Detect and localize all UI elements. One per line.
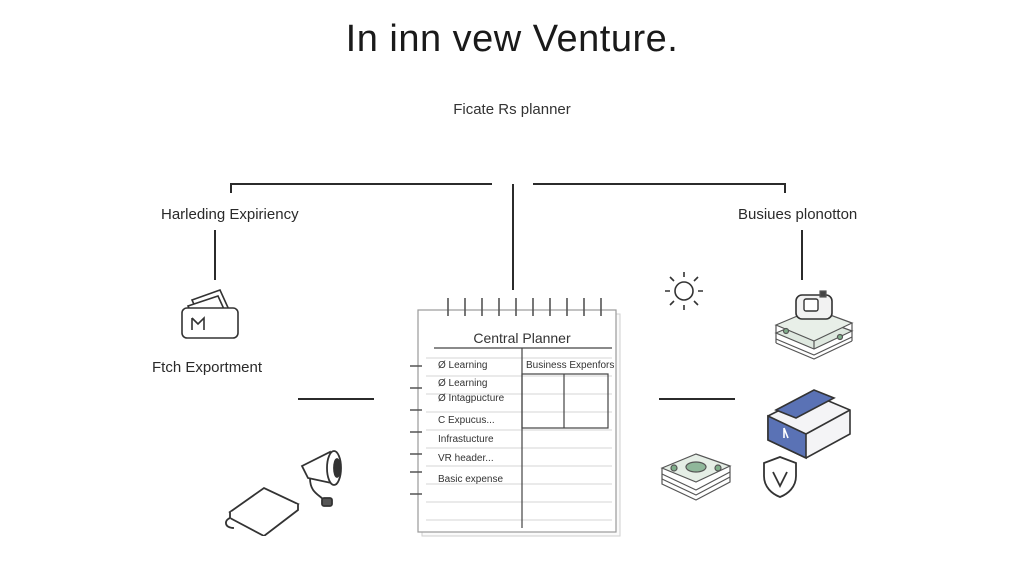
notebook-item: Ø Intagpucture <box>438 393 505 404</box>
notebook-item: C Expucus... <box>438 415 495 426</box>
notebook-item: Basic expense <box>438 474 504 485</box>
cash-stack-icon <box>774 290 854 360</box>
coin-stack-icon <box>660 453 732 501</box>
branch-left-lower-label: Ftch Exportment <box>152 359 263 376</box>
page-title: In inn vew Venture. <box>345 18 679 60</box>
branch-left-label: Harleding Expiriency <box>161 206 299 223</box>
sun-icon <box>665 272 703 310</box>
connector-top-left <box>230 183 492 193</box>
notebook-item: Ø Learning <box>438 378 488 389</box>
diagram-subtitle: Ficate Rs planner <box>453 101 571 118</box>
notebook-item: VR header... <box>438 453 494 464</box>
branch-right-label: Busiues plonotton <box>738 206 858 223</box>
notebook-title: Central Planner <box>473 330 571 346</box>
notebook-column-header: Business Expenfors <box>526 360 615 371</box>
shield-icon <box>763 456 797 498</box>
connector-top-right <box>533 183 786 193</box>
notebook-item: Infrastucture <box>438 434 494 445</box>
megaphone-icon <box>300 450 342 507</box>
money-wallet-icon <box>181 288 239 339</box>
notebook-frame <box>410 298 621 537</box>
vr-headset-icon <box>767 389 851 460</box>
central-planner-notebook: Central Planner Business Expenfors Ø Lea… <box>410 298 626 540</box>
notebook-item: Ø Learning <box>438 360 488 371</box>
book-icon <box>225 486 300 536</box>
